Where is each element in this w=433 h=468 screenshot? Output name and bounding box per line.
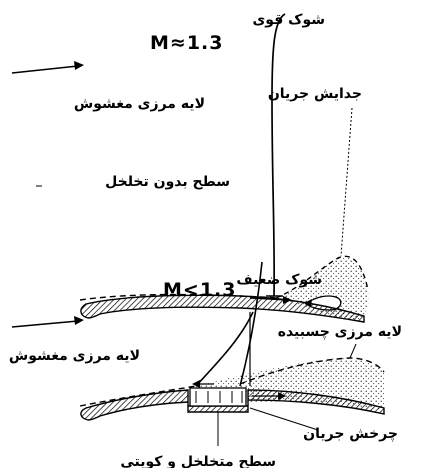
- porous-cavity: [190, 388, 246, 406]
- top-surface-label: سطح بدون تخلخل: [105, 174, 230, 190]
- bottom-boundary-layer-label: لایه مرزی مغشوش: [9, 348, 140, 364]
- bottom-shock-label: شوک ضعیف: [236, 272, 322, 288]
- bottom-freestream-arrow: [12, 316, 84, 327]
- bottom-mach-label: M<1.3: [163, 279, 237, 301]
- top-boundary-layer-label: لایه مرزی مغشوش: [74, 96, 205, 112]
- top-shock-label: شوک قوی: [252, 12, 325, 28]
- bottom-attached-layer-label: لایه مرزی چسبیده: [278, 324, 402, 340]
- strong-shock-line: [272, 14, 285, 296]
- bottom-recirculation-label: چرخش جریان: [303, 426, 398, 442]
- top-separation-label: جدایش جریان: [268, 86, 362, 102]
- top-freestream-arrow: [12, 61, 84, 73]
- bottom-surface-label: سطح متخلخل و کویتی: [120, 454, 276, 468]
- top-mach-label: M≈1.3: [150, 32, 224, 54]
